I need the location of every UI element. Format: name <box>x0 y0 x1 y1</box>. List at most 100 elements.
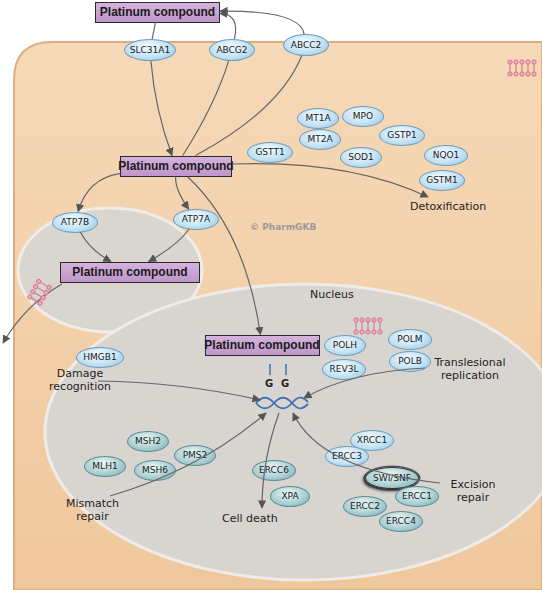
compound-box: Platinum compound <box>205 335 320 356</box>
gene-name: XPA <box>281 492 298 501</box>
gene-name: GSTM1 <box>426 176 458 185</box>
connector <box>152 23 155 40</box>
connector <box>220 11 304 34</box>
gene-name: ABCC2 <box>291 41 321 50</box>
replication-arrow <box>304 368 425 398</box>
gene-name: ATP7A <box>182 215 210 224</box>
connector <box>176 177 189 210</box>
repair-gene-ellipse: MSH2 <box>127 431 169 452</box>
gene-name: REV3L <box>330 365 359 374</box>
compound-box: Platinum compound <box>60 262 200 283</box>
gene-name: ERCC1 <box>402 492 432 501</box>
repair-gene-ellipse: ERCC4 <box>379 511 423 532</box>
process-label: Detoxification <box>410 200 500 213</box>
nucleus-ellipse <box>45 284 542 580</box>
gene-name: MSH6 <box>142 466 168 475</box>
connector <box>196 56 302 156</box>
gene-ellipse: POLM <box>388 329 432 350</box>
gene-name: ATP7B <box>61 218 89 227</box>
gene-name: XRCC1 <box>357 436 387 445</box>
repair-gene-ellipse: MSH6 <box>134 460 176 481</box>
adduct-tick <box>285 364 287 375</box>
gene-ellipse: POLH <box>324 335 366 356</box>
repair-gene-ellipse: ERCC6 <box>252 460 296 481</box>
death-arrow <box>262 413 279 508</box>
nucleus-shape: NucleusPlatinum compound POLM POLH POLB HMGB… <box>43 282 542 582</box>
compound-box: Platinum compound <box>120 156 232 177</box>
connector <box>151 61 172 156</box>
connector <box>80 232 110 261</box>
excision-arrow <box>293 413 440 483</box>
gene-name: ERCC2 <box>350 502 380 511</box>
gene-ellipse: SOD1 <box>340 147 382 168</box>
nucleus-label: Nucleus <box>310 289 354 300</box>
compound-name: Platinum compound <box>72 266 187 278</box>
gene-name: ERCC6 <box>259 466 289 475</box>
repair-gene-ellipse: XPA <box>270 486 310 507</box>
repair-gene-ellipse: ERCC1 <box>395 486 439 507</box>
connector <box>183 61 229 156</box>
base-label: G <box>265 377 277 390</box>
connector <box>220 14 236 40</box>
repair-gene-ellipse: MLH1 <box>84 456 126 477</box>
detox-arrow <box>233 164 428 197</box>
compound-box: Platinum compound <box>95 2 220 23</box>
recognition-arrow <box>98 381 260 400</box>
compound-name: Platinum compound <box>204 339 319 351</box>
bilayer-icon <box>27 278 52 306</box>
process-label: Translesional replication <box>424 356 516 382</box>
connector <box>78 174 120 212</box>
gene-name: MLH1 <box>92 462 117 471</box>
process-label: Excision repair <box>438 478 508 504</box>
gene-name: GSTT1 <box>255 148 284 157</box>
gene-ellipse: ABCC2 <box>283 34 329 56</box>
compound-name: Platinum compound <box>100 6 215 18</box>
process-label: Damage recognition <box>40 367 120 393</box>
gene-name: SOD1 <box>348 153 373 162</box>
gene-ellipse: GSTM1 <box>419 170 465 191</box>
gene-name: NQO1 <box>433 151 460 160</box>
gene-name: GSTP1 <box>387 131 416 140</box>
gene-name: POLH <box>333 341 357 350</box>
bilayer-icon <box>354 318 382 334</box>
nucleus-outline <box>43 282 542 582</box>
gene-ellipse: MPO <box>342 106 384 127</box>
compound-name: Platinum compound <box>118 160 233 172</box>
connector <box>187 177 260 335</box>
watermark: © PharmGKB <box>250 221 330 234</box>
gene-name: PMS2 <box>183 451 208 460</box>
repair-gene-ellipse: ERCC2 <box>343 496 387 517</box>
gene-ellipse: ERCC3 <box>325 446 369 467</box>
gene-ellipse: GSTT1 <box>247 142 293 163</box>
adduct-tick <box>269 364 271 375</box>
gene-name: ABCG2 <box>216 46 247 55</box>
gene-ellipse: SLC31A1 <box>124 39 176 61</box>
dna-strand <box>256 398 308 409</box>
gene-ellipse: NQO1 <box>424 145 468 166</box>
process-label: Mismatch repair <box>55 497 130 523</box>
gene-ellipse: REV3L <box>322 359 366 380</box>
gene-name: POLB <box>398 357 422 366</box>
bilayer-icon <box>508 60 536 76</box>
connector <box>149 229 189 261</box>
gene-name: MPO <box>353 112 373 121</box>
base-label: G <box>281 377 293 390</box>
gene-ellipse: ATP7A <box>173 209 219 230</box>
gene-name: ERCC4 <box>386 517 416 526</box>
gene-ellipse: GSTP1 <box>379 125 425 146</box>
gene-ellipse: MT1A <box>297 108 339 129</box>
dna-strand <box>256 398 308 409</box>
mismatch-arrow <box>110 413 266 496</box>
gene-name: MSH2 <box>135 437 161 446</box>
efflux-arrow <box>3 284 62 343</box>
gene-ellipse: HMGB1 <box>76 347 124 368</box>
gene-name: HMGB1 <box>83 353 116 362</box>
gene-name: POLM <box>397 335 422 344</box>
gene-ellipse: ABCG2 <box>209 39 255 61</box>
gene-name: MT1A <box>305 114 330 123</box>
gene-name: MT2A <box>307 135 332 144</box>
gene-ellipse: ATP7B <box>52 212 98 233</box>
gene-ellipse: MT2A <box>299 129 341 150</box>
gene-name: SLC31A1 <box>130 46 170 55</box>
